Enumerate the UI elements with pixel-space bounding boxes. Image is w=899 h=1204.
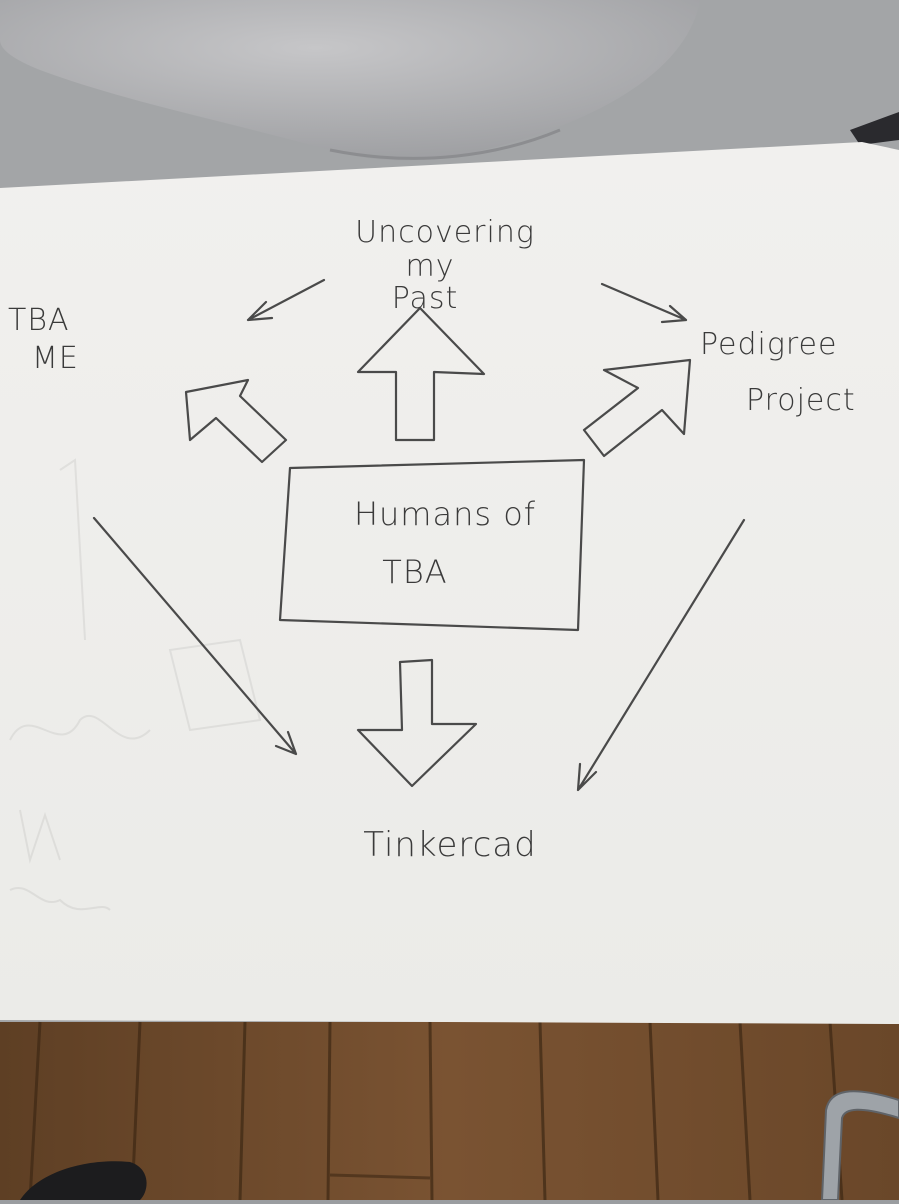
top-label-line1: Uncovering <box>355 215 535 250</box>
left-label-line1: TBA <box>8 303 70 338</box>
right-label-line2: Project <box>746 383 856 418</box>
chair-leg <box>820 1090 899 1201</box>
right-label-line1: Pedigree <box>700 327 838 362</box>
left-label-line2: ME <box>32 341 79 376</box>
sweater-sleeve <box>0 0 700 161</box>
top-label-line2: my <box>405 249 455 284</box>
center-box <box>278 458 586 632</box>
arrow-top-to-left <box>246 278 326 322</box>
pencil-drawing <box>92 278 746 792</box>
up-right-arrow <box>582 358 692 458</box>
up-left-arrow <box>184 378 288 464</box>
bottom-label: Tinkercad <box>363 825 537 865</box>
arrow-right-to-bottom <box>576 518 746 792</box>
center-box-line2: TBA <box>382 553 448 591</box>
top-label-line3: Past <box>391 281 459 316</box>
down-arrow <box>356 658 478 788</box>
arrow-left-to-bottom <box>92 516 298 756</box>
center-box-line1: Humans of <box>353 495 537 533</box>
shoe <box>20 1161 147 1200</box>
arrow-top-to-right <box>600 282 688 324</box>
up-arrow <box>356 306 486 442</box>
